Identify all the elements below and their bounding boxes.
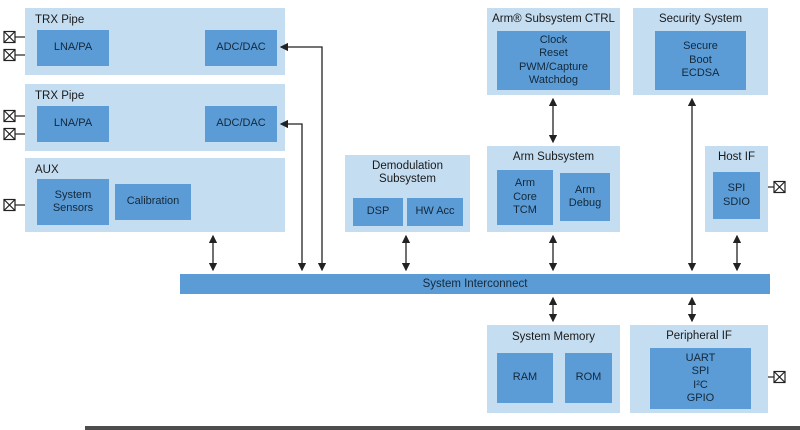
uart-spi-i2c-gpio-block: UART SPI I²C GPIO [650, 348, 751, 409]
block-aux: AUX System Sensors Calibration [25, 158, 285, 232]
aux-title: AUX [35, 164, 59, 176]
port-icon [768, 370, 786, 384]
demodulation-title: Demodulation Subsystem [372, 160, 443, 185]
arm-core-tcm-block: Arm Core TCM [497, 170, 553, 225]
arm-subsystem-title: Arm Subsystem [512, 151, 595, 163]
block-arm-subsystem: Arm Subsystem Arm Core TCM Arm Debug [487, 146, 620, 232]
adc-dac-block-1: ADC/DAC [205, 30, 277, 66]
port-icon [3, 127, 25, 141]
block-peripheral-if: Peripheral IF UART SPI I²C GPIO [630, 325, 768, 413]
arm-debug-block: Arm Debug [560, 173, 610, 221]
block-demodulation-subsystem: Demodulation Subsystem DSP HW Acc [345, 155, 470, 232]
block-trx-pipe-2: TRX Pipe LNA/PA ADC/DAC [25, 84, 285, 151]
block-system-memory: System Memory RAM ROM [487, 325, 620, 413]
system-interconnect-bar: System Interconnect [180, 274, 770, 294]
trx-pipe-1-title: TRX Pipe [35, 14, 85, 26]
hw-acc-block: HW Acc [407, 198, 463, 226]
dsp-block: DSP [353, 198, 403, 226]
arm-subsystem-ctrl-title: Arm® Subsystem CTRL [492, 13, 615, 25]
rom-block: ROM [565, 353, 612, 403]
block-arm-subsystem-ctrl: Arm® Subsystem CTRL Clock Reset PWM/Capt… [487, 8, 620, 95]
system-memory-title: System Memory [511, 331, 596, 343]
block-trx-pipe-1: TRX Pipe LNA/PA ADC/DAC [25, 8, 285, 75]
security-system-title: Security System [658, 13, 743, 25]
host-if-title: Host IF [717, 151, 756, 163]
port-icon [3, 30, 25, 44]
bottom-edge-bar [85, 426, 800, 430]
port-icon [3, 48, 25, 62]
port-icon [768, 180, 786, 194]
spi-sdio-block: SPI SDIO [713, 172, 760, 219]
secure-boot-ecdsa-block: Secure Boot ECDSA [655, 31, 746, 90]
port-icon [3, 198, 25, 212]
lna-pa-block-2: LNA/PA [37, 106, 109, 142]
port-icon [3, 109, 25, 123]
system-sensors-block: System Sensors [37, 179, 109, 225]
lna-pa-block-1: LNA/PA [37, 30, 109, 66]
trx-pipe-2-title: TRX Pipe [35, 90, 85, 102]
block-host-if: Host IF SPI SDIO [705, 146, 768, 232]
peripheral-if-title: Peripheral IF [666, 330, 732, 342]
adc-dac-block-2: ADC/DAC [205, 106, 277, 142]
clock-reset-pwm-watchdog-block: Clock Reset PWM/Capture Watchdog [497, 31, 610, 90]
arrow-trx1-interconnect [279, 42, 327, 272]
calibration-block: Calibration [115, 184, 191, 220]
ram-block: RAM [497, 353, 553, 403]
block-security-system: Security System Secure Boot ECDSA [633, 8, 768, 95]
